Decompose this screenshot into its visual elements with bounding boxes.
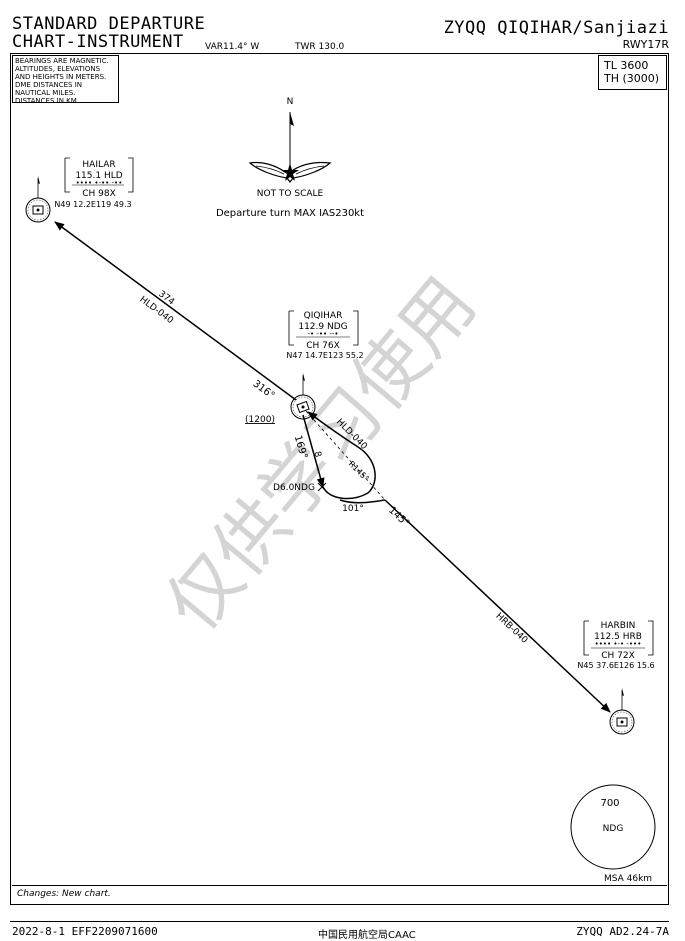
caac-wings-emblem bbox=[248, 161, 332, 183]
hrb-morse: •••• •-• -••• bbox=[595, 640, 642, 648]
hld-coordinates: N49 12.2E119 49.3 bbox=[54, 200, 131, 209]
runway-designator: RWY17R bbox=[622, 38, 669, 51]
magnetic-variation: VAR11.4° W bbox=[205, 42, 260, 52]
d6-fix-mark bbox=[317, 482, 327, 492]
units-note-line: BEARINGS ARE MAGNETIC. bbox=[15, 57, 109, 65]
units-note-line: NAUTICAL MILES. bbox=[15, 89, 76, 97]
distance-8: 8 bbox=[311, 450, 322, 459]
route-to-d6 bbox=[302, 414, 325, 488]
ndg-frequency: 112.9 NDG bbox=[298, 322, 347, 332]
turn-loop-to-ndg bbox=[307, 411, 376, 500]
units-note-box: BEARINGS ARE MAGNETIC. ALTITUDES, ELEVAT… bbox=[12, 55, 119, 105]
hld-info-box: HAILAR 115.1 HLD •••• •-•• -•• CH 98X N4… bbox=[54, 157, 134, 209]
ndg-channel: CH 76X bbox=[306, 341, 340, 351]
altitude-1200: (1200) bbox=[245, 415, 275, 425]
speed-restriction-note: Departure turn MAX IAS230kt bbox=[216, 208, 364, 219]
ndg-name: QIQIHAR bbox=[304, 311, 343, 321]
route-to-hld bbox=[54, 221, 297, 401]
d6-fix-label: D6.0NDG bbox=[273, 483, 315, 493]
units-note-line: AND HEIGHTS IN METERS. bbox=[15, 73, 107, 81]
units-note-line: ALTITUDES, ELEVATIONS bbox=[15, 65, 101, 73]
effective-date: 2022-8-1 EFF2209071600 bbox=[12, 925, 158, 938]
north-label: N bbox=[287, 97, 294, 107]
hrb-frequency: 112.5 HRB bbox=[594, 632, 642, 642]
hrb-navaid-symbol bbox=[609, 688, 635, 735]
transition-height: TH (3000) bbox=[604, 72, 660, 85]
route-to-hrb bbox=[384, 499, 611, 713]
chart-title-line1: STANDARD DEPARTURE bbox=[12, 14, 206, 34]
footer-divider bbox=[10, 921, 669, 922]
hrb-info-box: HARBIN 112.5 HRB •••• •-• -••• CH 72X N4… bbox=[577, 620, 655, 670]
hrb-coordinates: N45 37.6E126 15.6 bbox=[577, 661, 654, 670]
changes-note: Changes: New chart. bbox=[12, 885, 667, 903]
ndg-navaid-symbol bbox=[290, 373, 316, 420]
radial-hrb: HRB-040 bbox=[493, 611, 529, 646]
chart-frame bbox=[10, 53, 669, 905]
ndg-info-box: QIQIHAR 112.9 NDG -• -•• --• CH 76X N47 … bbox=[286, 310, 364, 360]
hld-morse: •••• •-•• -•• bbox=[76, 179, 123, 187]
page-identifier: ZYQQ AD2.24-7A bbox=[576, 925, 669, 938]
hrb-name: HARBIN bbox=[601, 621, 636, 631]
transition-level: TL 3600 bbox=[604, 59, 649, 72]
ndg-coordinates: N47 14.7E123 55.2 bbox=[286, 351, 363, 360]
bearing-101: 101° bbox=[342, 504, 364, 514]
msa-label: MSA 46km bbox=[604, 874, 652, 884]
msa-diagram: 700 NDG MSA 46km bbox=[570, 784, 656, 884]
msa-center: NDG bbox=[603, 824, 624, 834]
units-note-line: DME DISTANCES IN bbox=[15, 81, 83, 89]
hld-navaid-symbol bbox=[25, 176, 51, 223]
hld-name: HAILAR bbox=[82, 160, 115, 170]
not-to-scale-note: NOT TO SCALE bbox=[257, 189, 324, 199]
airport-name: ZYQQ QIQIHAR/Sanjiazi bbox=[443, 18, 669, 38]
msa-altitude: 700 bbox=[600, 798, 619, 809]
bearing-145: 145° bbox=[386, 505, 411, 529]
units-note-line: DISTANCES IN KM. bbox=[15, 97, 80, 105]
tower-frequency: TWR 130.0 bbox=[295, 42, 345, 52]
radial-r145-line bbox=[305, 410, 386, 501]
transition-box: TL 3600 TH (3000) bbox=[598, 55, 667, 90]
hld-channel: CH 98X bbox=[82, 189, 116, 199]
north-arrow: N bbox=[287, 97, 294, 165]
chart-title-line2: CHART-INSTRUMENT bbox=[12, 32, 184, 52]
issuing-authority: 中国民用航空局CAAC bbox=[318, 930, 416, 941]
hrb-channel: CH 72X bbox=[601, 651, 635, 661]
turn-to-hrb bbox=[339, 499, 386, 504]
hld-frequency: 115.1 HLD bbox=[75, 171, 122, 181]
ndg-morse: -• -•• --• bbox=[307, 330, 338, 338]
